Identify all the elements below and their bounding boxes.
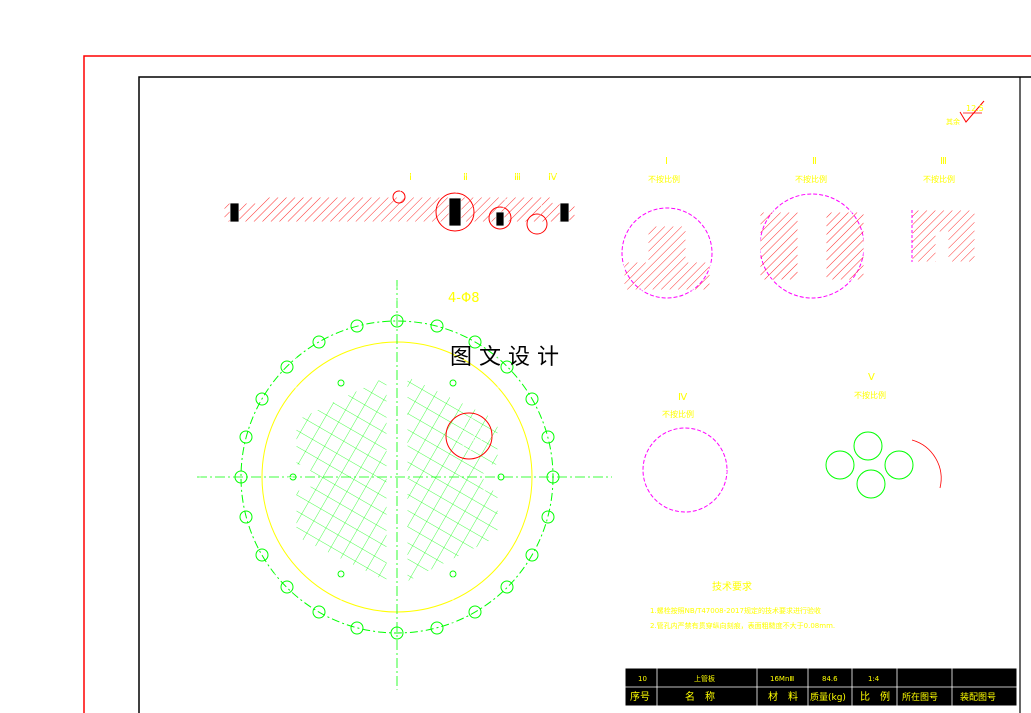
dim-d500: Φ500 — [388, 154, 407, 162]
tb-header-2: 材 料 — [768, 690, 798, 703]
roughness-symbol: 12.5 其余 — [946, 100, 985, 126]
detail-mark-4: Ⅳ — [548, 172, 558, 183]
dim-h18828b: 188.28 — [437, 278, 462, 286]
dim-b500: 500 — [392, 236, 405, 244]
dim-v176a: 176 — [190, 429, 204, 437]
detail-3: Ⅲ 不按比例 22 18 M12 — [878, 156, 976, 286]
dim-v176d: 176 — [602, 524, 616, 532]
tb-header-4: 比 例 — [860, 690, 890, 703]
dim-c4: C4 — [277, 181, 287, 189]
detail-mark-1: Ⅰ — [409, 172, 412, 183]
detail-5-a: 31 — [832, 422, 841, 430]
dim-h18828a: 188.28 — [327, 278, 352, 286]
detail-4-w2: 2 — [692, 492, 696, 500]
dim-6-m12: 6-M12 — [265, 486, 287, 494]
dim-24-23: 24×Φ23 — [567, 417, 596, 425]
dim-b18514a: 185.14 — [355, 684, 380, 692]
tech-item-2: 2.管孔内严禁有贯穿纵向刻痕，表面粗糙度不大于0.08mm. — [650, 621, 835, 630]
detail-4-r5: R5 — [725, 494, 734, 502]
dim-r3: 3 — [618, 474, 622, 482]
dim-w44: 44 — [420, 666, 429, 674]
dim-24-23-sub: 均布 — [567, 427, 577, 434]
detail-4-r2b: R2 — [698, 454, 707, 462]
detail-mark-2: Ⅱ — [463, 172, 468, 183]
inner-frame — [138, 76, 1031, 713]
detail-2-ch1: 2×45° — [847, 190, 870, 198]
dim-t58: 58 — [188, 208, 197, 216]
tb-header-6: 装配图号 — [960, 691, 996, 703]
detail-1-mark: Ⅰ — [665, 156, 668, 167]
detail-4-mark: Ⅳ — [678, 392, 688, 403]
section-view: Φ648 Φ600 Φ552 Φ500 C4 6.3 58 6 500 584 … — [188, 108, 576, 262]
detail-3-h1: 22 — [878, 244, 887, 252]
dim-v176b: 176 — [190, 524, 204, 532]
detail-1-w: 14 — [662, 216, 671, 224]
dim-d648: Φ648 — [388, 108, 407, 116]
detail-2-spec: 138×Φ25.25±0.1 — [728, 186, 790, 194]
detail-5-scale: 不按比例 — [854, 390, 886, 400]
detail-2-h: 50 — [740, 244, 749, 252]
dim-v176c: 176 — [602, 429, 616, 437]
dim-r63: 6.3 — [248, 181, 259, 189]
plan-view: 188.28 188.28 4-Φ8 12 176 176 176 176 6-… — [190, 278, 622, 694]
tb-row-1: 上管板 — [694, 674, 715, 683]
tb-header-0: 序号 — [630, 690, 650, 703]
detail-4-scale: 不按比例 — [662, 409, 694, 419]
dim-d600: Φ600 — [388, 123, 407, 131]
title-block: 10 上管板 16MnⅢ 84.6 1:4 序号 名 称 材 料 质量(kg) … — [624, 667, 1018, 707]
tb-header-1: 名 称 — [685, 690, 715, 703]
roughness-note: 其余 — [946, 117, 960, 126]
detail-2-scale: 不按比例 — [795, 174, 827, 184]
detail-3-mark: Ⅲ — [940, 156, 947, 167]
detail-1-h: 4 — [605, 234, 610, 242]
tb-row-4: 1:4 — [868, 675, 880, 683]
dim-b18514b: 185.14 — [414, 684, 439, 692]
detail-4-h3: 3 — [618, 472, 622, 480]
dim-b584: 584 — [392, 251, 406, 259]
tech-item-1: 1.螺栓按照NB/T47008-2017规定的技术要求进行验收 — [650, 606, 821, 615]
dim-t6: 6 — [198, 198, 203, 206]
detail-4: Ⅳ 不按比例 R2 R2 R5 6 2 5 3 — [618, 392, 734, 521]
detail-mark-3: Ⅲ — [514, 172, 521, 183]
detail-4-r2a: R2 — [650, 450, 659, 458]
outer-border — [83, 55, 1031, 713]
detail-4-w6: 6 — [677, 492, 682, 500]
detail-5-b: 32 — [900, 419, 909, 427]
detail-2-ch2: 1×30° — [846, 288, 869, 296]
detail-4-w5: 5 — [664, 513, 668, 521]
detail-3-scale: 不按比例 — [923, 174, 955, 184]
tb-row-3: 84.6 — [822, 675, 838, 683]
detail-2-mark: Ⅱ — [812, 156, 817, 167]
tech-title: 技术要求 — [712, 580, 752, 593]
watermark: 图 文 设 计 — [450, 345, 559, 370]
detail-2: Ⅱ 不按比例 138×Φ25.25±0.1 2×45° 1×30° 50 — [728, 156, 870, 299]
detail-5-mark: Ⅴ — [868, 372, 875, 383]
tb-row-0: 10 — [638, 675, 647, 683]
tb-header-5: 所在图号 — [902, 691, 938, 703]
dim-d552: Φ552 — [388, 138, 407, 146]
tb-row-2: 16MnⅢ — [770, 675, 794, 683]
roughness-value: 12.5 — [966, 104, 984, 113]
tech-requirements: 技术要求 1.螺栓按照NB/T47008-2017规定的技术要求进行验收 2.管… — [650, 580, 835, 630]
detail-3-m: M12 — [936, 278, 951, 286]
tb-header-3: 质量(kg) — [810, 691, 846, 703]
dim-w12: 12 — [411, 354, 420, 362]
detail-3-h2: 18 — [890, 240, 899, 248]
detail-1: Ⅰ 不按比例 14 4 — [605, 156, 713, 299]
dim-n4-8: 4-Φ8 — [448, 291, 479, 306]
detail-5: Ⅴ 不按比例 31 32 60° — [825, 372, 946, 499]
detail-1-scale: 不按比例 — [648, 174, 680, 184]
